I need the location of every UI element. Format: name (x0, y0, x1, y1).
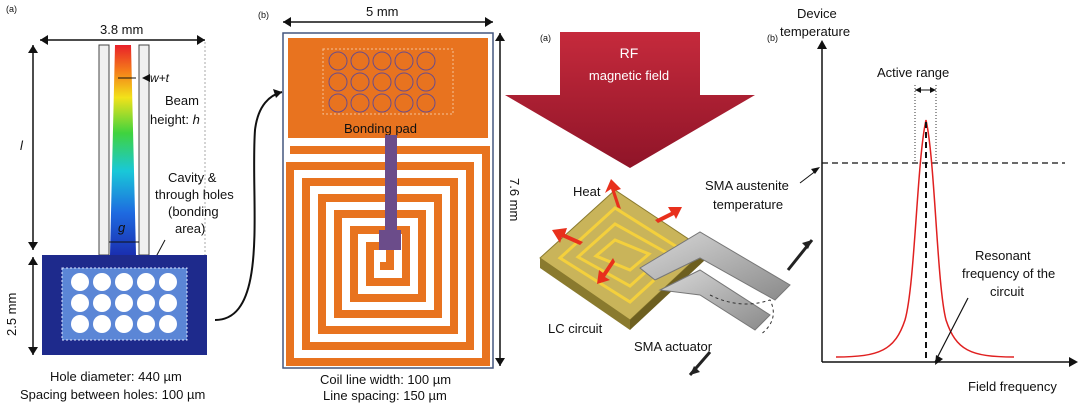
pad-hole-area (322, 48, 454, 115)
motion-arrowhead-up (802, 240, 812, 249)
pad-holes (328, 51, 436, 113)
panel-a-device-illustration: (a) RF magnetic field Heat LC circuit (505, 32, 814, 376)
panel-label: (b) (767, 33, 778, 43)
resonant-line3: circuit (990, 284, 1024, 299)
connector-arrow (214, 91, 283, 321)
length-label: l (20, 138, 24, 153)
hole-spacing-text: Spacing between holes: 100 µm (20, 387, 205, 402)
sma-temp-line1: SMA austenite (705, 178, 789, 193)
spiral-coil (286, 146, 490, 366)
through-holes (71, 273, 177, 333)
stress-field-beam (110, 45, 136, 255)
ylabel-line1: Device (797, 6, 837, 21)
sma-temp-line2: temperature (713, 197, 783, 212)
resonant-line1: Resonant (975, 248, 1031, 263)
resonant-line2: frequency of the (962, 266, 1055, 281)
motion-arrowhead-down (690, 366, 700, 375)
beam-label-line2: height: h (150, 112, 200, 127)
coil-height-label: 7.6 mm (507, 178, 522, 221)
hole-diameter-text: Hole diameter: 440 µm (50, 369, 182, 384)
wt-label: w+t (150, 71, 170, 85)
lc-circuit-label: LC circuit (548, 321, 603, 336)
deflection-path (709, 294, 774, 336)
coil-width-label: 5 mm (366, 4, 399, 19)
cavity-line2: through holes (155, 187, 234, 202)
connector-arrowhead (273, 89, 282, 98)
rf-label-line2: magnetic field (589, 68, 669, 83)
panel-label: (b) (258, 10, 269, 20)
g-label: g (118, 220, 126, 235)
sma-arm-upper (639, 231, 791, 301)
active-range-arrowheads (915, 87, 936, 93)
via-pad (379, 230, 401, 250)
right-beam (138, 44, 150, 256)
y-axis-arrowhead (817, 40, 827, 49)
rf-label-line1: RF (620, 45, 639, 61)
heat-arrows (552, 179, 682, 284)
panel-b-resonance-plot: (b) Device temperature Active range Reso… (705, 6, 1078, 394)
resonant-pointer (934, 297, 969, 363)
line-spacing-text: Line spacing: 150 µm (323, 388, 447, 403)
resonant-pointer-head (935, 355, 943, 365)
board-edge-front (540, 258, 630, 330)
resonance-curve (835, 119, 1015, 358)
cavity-line4: area) (175, 221, 205, 236)
x-axis-arrowhead (1069, 357, 1078, 367)
panel-label: (a) (540, 33, 551, 43)
heat-label: Heat (573, 184, 601, 199)
coil-line-width-text: Coil line width: 100 µm (320, 372, 451, 387)
height-label: 2.5 mm (4, 293, 19, 336)
beam-label-line1: Beam (165, 93, 199, 108)
sma-arm-lower (658, 269, 771, 331)
width-label: 3.8 mm (100, 22, 143, 37)
panel-b-coil: (b) 5 mm 7.6 mm Bonding pad Coil line wi… (258, 4, 522, 403)
panel-label: (a) (6, 4, 17, 14)
sma-temp-pointer-head (811, 167, 820, 174)
bonding-pad-label: Bonding pad (344, 121, 417, 136)
left-beam (98, 44, 110, 256)
ylabel-line2: temperature (780, 24, 850, 39)
cavity-line1: Cavity & (168, 170, 217, 185)
sma-actuator-label: SMA actuator (634, 339, 713, 354)
rf-field-arrow (505, 32, 755, 168)
via-strip (385, 135, 397, 245)
panel-a-cantilever: (a) 3.8 mm l 2.5 mm w+t Beam height: h g… (4, 4, 283, 402)
cavity-line3: (bonding (168, 204, 219, 219)
xlabel: Field frequency (968, 379, 1057, 394)
active-range-label: Active range (877, 65, 949, 80)
